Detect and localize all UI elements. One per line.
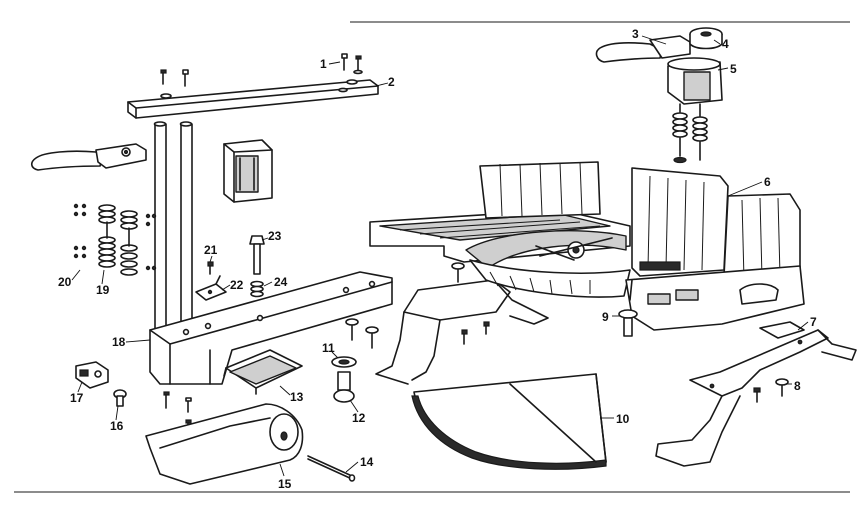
part-clamp-springs <box>672 103 708 164</box>
part-cap-11 <box>331 356 357 368</box>
callout-18: 18 <box>112 335 126 349</box>
callout-6: 6 <box>764 175 771 189</box>
callout-4: 4 <box>722 37 729 51</box>
part-pin-14 <box>307 455 356 482</box>
callout-16: 16 <box>110 419 124 433</box>
callout-15: 15 <box>278 477 292 491</box>
part-bolt-23 <box>249 235 265 275</box>
part-spring-stacks <box>98 204 138 276</box>
callout-11: 11 <box>322 341 335 355</box>
callout-3: 3 <box>632 27 639 41</box>
callout-23: 23 <box>268 229 282 243</box>
part-bolt-12 <box>333 371 355 403</box>
callout-20: 20 <box>58 275 72 289</box>
part-vertical-posts <box>153 121 193 337</box>
part-top-crossbar <box>127 79 379 119</box>
part-spring-24 <box>250 280 264 298</box>
part-bracket-22 <box>195 275 227 301</box>
part-fence-housing-6 <box>625 167 805 331</box>
part-screws-8 <box>753 378 789 403</box>
callout-24: 24 <box>274 275 288 289</box>
callout-8: 8 <box>794 379 801 393</box>
part-screw-16 <box>113 389 127 407</box>
part-clamp-block <box>223 139 273 203</box>
part-middle-screws <box>345 262 490 349</box>
callout-21: 21 <box>204 243 218 257</box>
callout-10: 10 <box>616 412 630 426</box>
callout-leaders <box>71 35 809 477</box>
callout-22: 22 <box>230 278 244 292</box>
part-cap-4 <box>689 27 723 50</box>
callout-7: 7 <box>810 315 817 329</box>
part-crossbar-screws <box>160 53 363 87</box>
callout-17: 17 <box>70 391 84 405</box>
callout-12: 12 <box>352 411 366 425</box>
part-left-clamp-handle <box>30 143 147 171</box>
callout-19: 19 <box>96 283 110 297</box>
part-table-assembly <box>369 161 631 298</box>
part-housing-5 <box>667 57 723 105</box>
callout-1: 1 <box>320 57 327 71</box>
callout-9: 9 <box>602 310 609 324</box>
callout-5: 5 <box>730 62 737 76</box>
callout-14: 14 <box>360 455 374 469</box>
callout-2: 2 <box>388 75 395 89</box>
callout-labels: 1 2 3 4 5 6 7 8 9 10 11 12 13 14 15 16 1… <box>58 27 817 491</box>
part-pad-13 <box>223 349 303 395</box>
part-right-bracket-7 <box>655 321 857 467</box>
part-handle-3 <box>595 35 691 63</box>
part-foot-plate-15 <box>145 403 304 485</box>
part-small-washers <box>73 203 157 271</box>
callout-13: 13 <box>290 390 304 404</box>
part-mount-bracket-left <box>375 279 549 385</box>
part-sector-plate-10 <box>411 373 607 470</box>
part-screw-9 <box>618 309 638 337</box>
part-knob-17 <box>75 361 109 389</box>
part-base-block <box>149 271 393 385</box>
part-small-screw-21 <box>207 261 214 275</box>
